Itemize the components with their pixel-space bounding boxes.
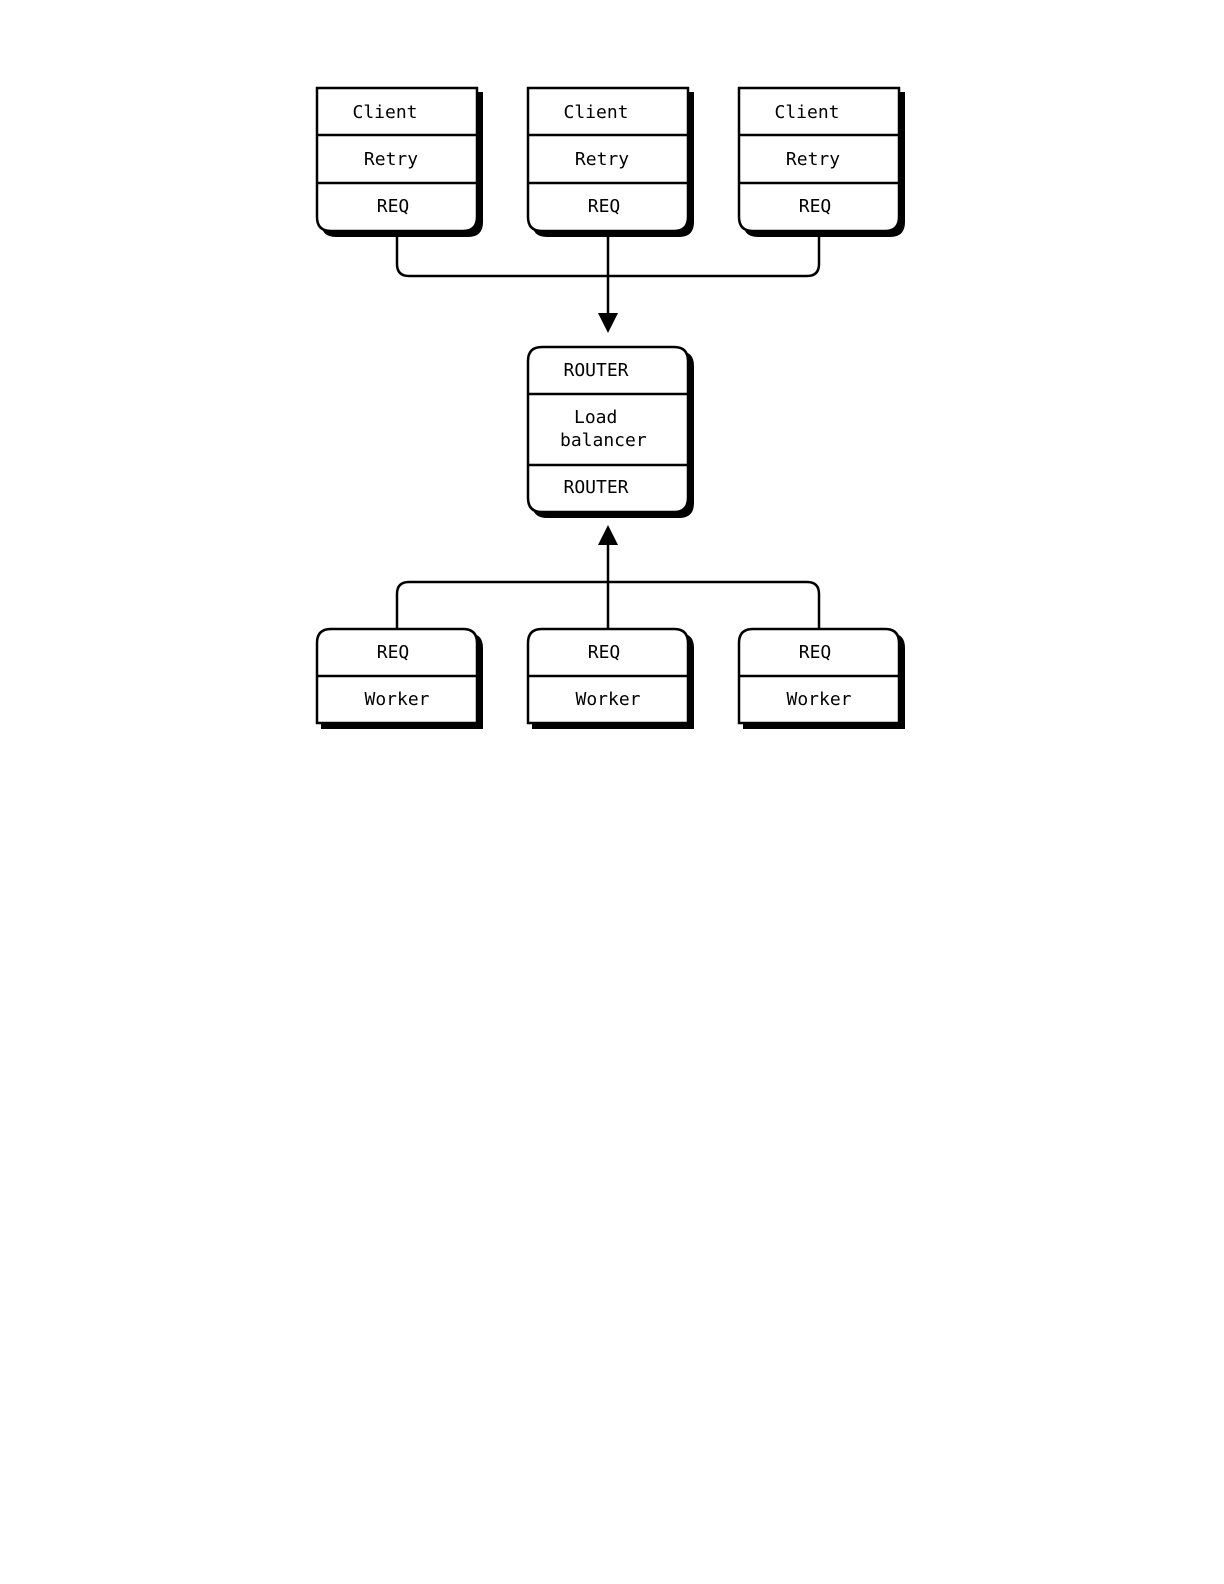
- client-label: Client: [352, 102, 417, 123]
- load-balancer-line: Load: [574, 407, 617, 428]
- worker-node: REQ Worker: [526, 627, 694, 729]
- router-backend-label: ROUTER: [563, 477, 628, 498]
- retry-label: Retry: [786, 149, 840, 170]
- retry-label: Retry: [364, 149, 418, 170]
- client-node: Client Retry REQ: [315, 86, 483, 237]
- worker-label: Worker: [575, 689, 640, 710]
- load-balancer-line: balancer: [560, 430, 647, 451]
- worker-label: Worker: [786, 689, 851, 710]
- client-label: Client: [563, 102, 628, 123]
- retry-label: Retry: [575, 149, 629, 170]
- client-label: Client: [774, 102, 839, 123]
- router-frontend-label: ROUTER: [563, 360, 628, 381]
- worker-label: Worker: [364, 689, 429, 710]
- workers-to-broker-connector: [395, 525, 821, 630]
- worker-node: REQ Worker: [737, 627, 905, 729]
- clients-to-broker-connector: [395, 232, 821, 333]
- arrow-down-icon: [598, 313, 618, 333]
- req-socket-label: REQ: [588, 196, 621, 217]
- worker-node: REQ Worker: [315, 627, 483, 729]
- req-socket-label: REQ: [588, 642, 621, 663]
- client-node: Client Retry REQ: [526, 86, 694, 237]
- req-socket-label: REQ: [377, 642, 410, 663]
- req-socket-label: REQ: [377, 196, 410, 217]
- req-socket-label: REQ: [799, 642, 832, 663]
- client-node: Client Retry REQ: [737, 86, 905, 237]
- req-socket-label: REQ: [799, 196, 832, 217]
- arrow-up-icon: [598, 525, 618, 545]
